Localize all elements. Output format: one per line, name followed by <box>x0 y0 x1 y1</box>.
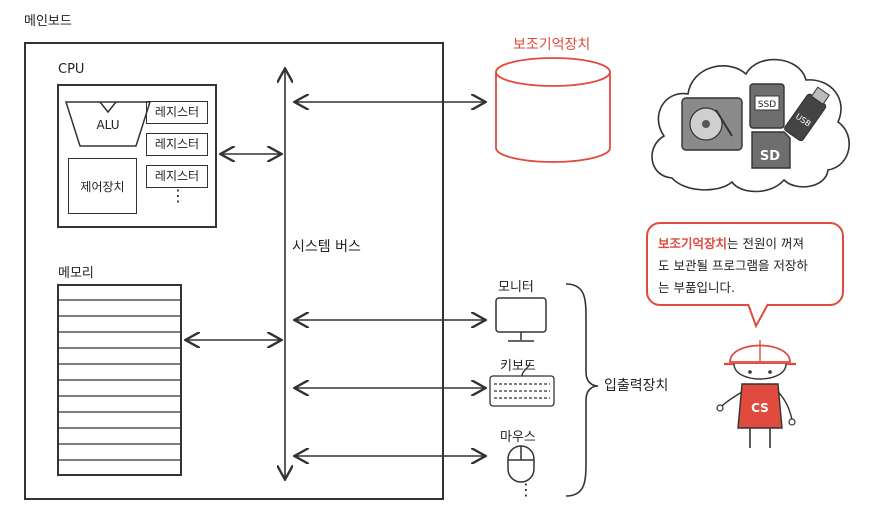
monitor-label: 모니터 <box>498 280 534 295</box>
memory-cells <box>57 299 182 461</box>
ssd-text: SSD <box>758 100 776 110</box>
keyboard-icon <box>489 361 555 407</box>
sd-card-icon: SD <box>751 131 791 169</box>
control-unit-label: 제어장치 <box>80 180 125 194</box>
mouse-label: 마우스 <box>500 430 536 445</box>
register-1: 레지스터 <box>146 101 208 124</box>
io-group-label: 입출력장치 <box>604 378 669 394</box>
alu-shape <box>64 101 152 147</box>
mainboard-label: 메인보드 <box>24 14 72 29</box>
register-ellipsis: ⋮ <box>170 186 186 205</box>
speech-line1: 는 전원이 꺼져 <box>727 236 804 251</box>
monitor-icon <box>495 297 547 342</box>
secondary-storage-label: 보조기억장치 <box>513 37 591 53</box>
speech-line2: 도 보관될 프로그램을 저장하 <box>658 258 808 273</box>
keyboard-label: 키보드 <box>500 359 536 374</box>
hdd-icon <box>681 97 743 151</box>
speech-line3: 는 부품입니다. <box>658 280 735 295</box>
mascot-badge: CS <box>751 401 769 415</box>
usb-stick-icon: USB <box>784 86 830 142</box>
speech-highlight: 보조기억장치 <box>658 236 728 251</box>
speech-bubble-tail <box>747 303 769 329</box>
io-brace <box>565 283 599 497</box>
io-ellipsis: ⋮ <box>518 480 534 499</box>
sd-text: SD <box>760 149 780 164</box>
system-bus-label: 시스템 버스 <box>292 239 361 255</box>
mouse-icon <box>507 445 535 483</box>
alu-label: ALU <box>96 118 120 132</box>
cpu-label: CPU <box>58 62 85 77</box>
speech-bubble: 보조기억장치는 전원이 꺼져 도 보관될 프로그램을 저장하 는 부품입니다. <box>646 222 844 306</box>
memory-label: 메모리 <box>58 266 94 281</box>
mascot-character: CS <box>716 340 796 448</box>
storage-cylinder <box>495 57 611 163</box>
register-2: 레지스터 <box>146 133 208 156</box>
register-3: 레지스터 <box>146 165 208 188</box>
ssd-icon: SSD <box>749 83 785 129</box>
control-unit-box <box>68 158 137 214</box>
